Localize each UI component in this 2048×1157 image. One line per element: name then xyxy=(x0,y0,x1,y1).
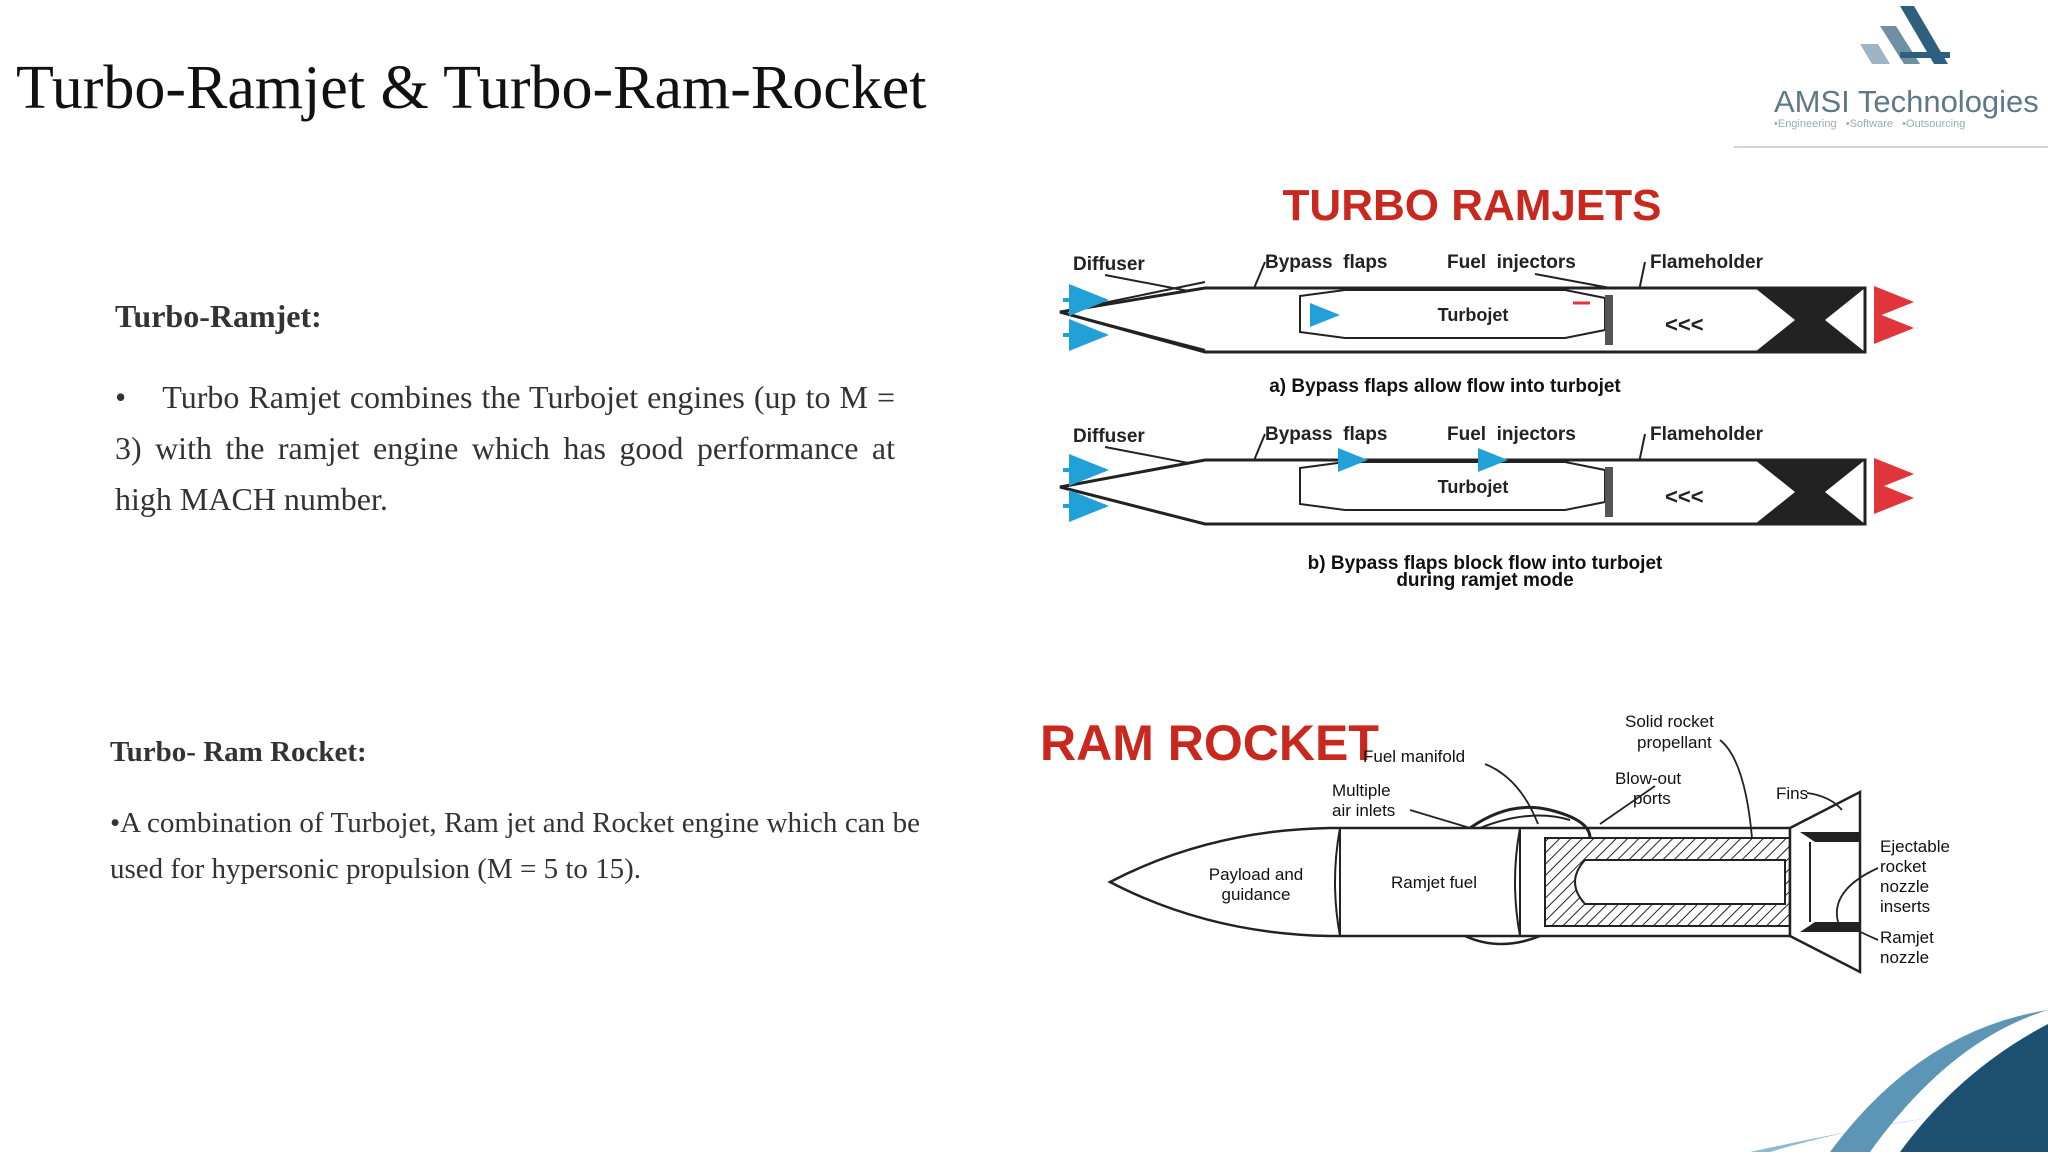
logo-divider xyxy=(1734,146,2048,148)
turbo-ram-rocket-heading: Turbo- Ram Rocket: xyxy=(110,736,367,768)
ram-rocket-title: RAM ROCKET xyxy=(1040,715,1379,771)
slide-title: Turbo-Ramjet & Turbo-Ram-Rocket xyxy=(16,54,927,122)
multiple-label: Multiple xyxy=(1332,781,1391,800)
logo-name: AMSI Technologies xyxy=(1774,84,2039,119)
svg-text:<<<: <<< xyxy=(1665,484,1704,509)
rocket-label: rocket xyxy=(1880,857,1927,876)
ramjet-label: Ramjet xyxy=(1880,928,1934,947)
turbo-ramjet-paragraph: • Turbo Ramjet combines the Turbojet eng… xyxy=(115,372,895,525)
ejectable-label: Ejectable xyxy=(1880,837,1950,856)
bypass-flaps-label-b: Bypass flaps xyxy=(1265,424,1388,445)
turbo-ramjet-diagram: TURBO RAMJETS Diffuser Bypass flaps Fuel… xyxy=(965,170,1955,600)
flameholder-label-b: Flameholder xyxy=(1650,424,1764,445)
turbo-ramjets-title: TURBO RAMJETS xyxy=(1283,181,1662,230)
ramjet-fuel-label: Ramjet fuel xyxy=(1391,873,1477,892)
flameholder-label: Flameholder xyxy=(1650,252,1764,273)
company-logo: AMSI Technologies •Engineering •Software… xyxy=(1770,6,2048,134)
diffuser-label: Diffuser xyxy=(1073,254,1145,275)
ports-label: ports xyxy=(1633,789,1671,808)
bypass-flaps-label: Bypass flaps xyxy=(1265,252,1388,273)
solid-rocket-label: Solid rocket xyxy=(1625,712,1714,731)
fins-label: Fins xyxy=(1776,784,1808,803)
logo-mark-stroke-1 xyxy=(1900,6,1948,64)
bullet: • xyxy=(115,379,127,415)
air-inlets-label: air inlets xyxy=(1332,801,1395,820)
logo-mark-bar xyxy=(1900,52,1950,58)
turbo-ramjet-heading: Turbo-Ramjet: xyxy=(115,298,322,334)
fuel-manifold-label: Fuel manifold xyxy=(1363,747,1465,766)
turbojet-label: Turbojet xyxy=(1438,305,1509,325)
caption-b-line1: b) Bypass flaps block flow into turbojet xyxy=(1308,553,1663,574)
turbojet-label-b: Turbojet xyxy=(1438,477,1509,497)
fuel-injectors-label: Fuel injectors xyxy=(1447,252,1576,273)
propellant-label: propellant xyxy=(1637,733,1712,752)
diffuser-label-b: Diffuser xyxy=(1073,426,1145,447)
engine-a: Diffuser Bypass flaps Fuel injectors Fla… xyxy=(1059,252,1914,397)
fuel-injectors-label-b: Fuel injectors xyxy=(1447,424,1576,445)
logo-tagline: •Engineering •Software •Outsourcing xyxy=(1774,118,1965,130)
nozzle-label: nozzle xyxy=(1880,877,1929,896)
inserts-label: inserts xyxy=(1880,897,1930,916)
turbo-ramjet-text: Turbo Ramjet combines the Turbojet engin… xyxy=(115,379,896,517)
caption-a: a) Bypass flaps allow flow into turbojet xyxy=(1269,376,1621,397)
caption-b-line2: during ramjet mode xyxy=(1396,570,1573,591)
engine-b: Diffuser Bypass flaps Fuel injectors Fla… xyxy=(1059,424,1914,591)
guidance-label: guidance xyxy=(1221,885,1290,904)
logo-mark-stroke-3 xyxy=(1860,44,1890,64)
turbo-ram-rocket-text: •A combination of Turbojet, Ram jet and … xyxy=(110,807,920,885)
svg-text:<<<: <<< xyxy=(1665,312,1704,337)
blow-out-label: Blow-out xyxy=(1615,769,1681,788)
decorative-wave xyxy=(1600,1010,2048,1152)
ram-rocket-diagram: RAM ROCKET Fuel manifold Multiple air in… xyxy=(1030,700,1980,980)
ramjet-nozzle-label: nozzle xyxy=(1880,948,1929,967)
payload-label: Payload and xyxy=(1209,865,1304,884)
